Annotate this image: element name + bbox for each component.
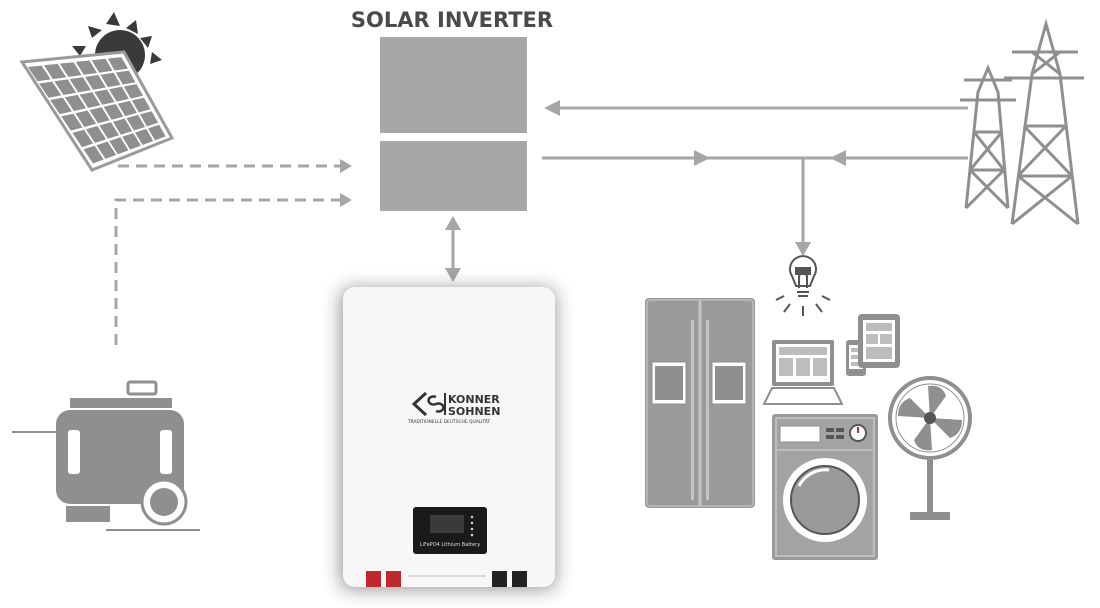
solar-cell	[148, 124, 166, 141]
light-bulb-icon	[775, 255, 831, 316]
solar-cell	[117, 100, 137, 117]
battery-link-arrow	[445, 216, 461, 282]
solar-cell	[109, 86, 129, 102]
generator-arrow-head	[340, 193, 352, 207]
inverter-lower-box	[380, 141, 527, 211]
solar-arrow-head	[340, 159, 352, 173]
solar-cell	[99, 122, 120, 139]
solar-cell	[69, 77, 91, 93]
solar-cell	[115, 70, 136, 85]
inverter-upper-box	[380, 37, 527, 133]
battery-label: LiFePO4 Lithium Battery	[420, 542, 480, 548]
brand-tagline: TRADITIONELLE DEUTSCHE QUALITÄT	[407, 418, 491, 425]
battery-lcd	[430, 515, 464, 533]
grid-lines	[542, 106, 968, 242]
solar-cell	[135, 128, 154, 145]
power-tower-icon	[960, 18, 1084, 226]
brand-line2: SOHNEN	[448, 405, 500, 418]
solar-cell	[126, 114, 146, 131]
terminal-black	[492, 571, 507, 587]
solar-cell	[123, 84, 143, 99]
solar-cell	[140, 111, 159, 127]
brand-logo: KONNER SOHNEN TRADITIONELLE DEUTSCHE QUA…	[407, 391, 500, 425]
load-arrow	[795, 242, 811, 256]
solar-cell	[94, 89, 115, 105]
generator-icon	[12, 380, 200, 531]
fan-icon	[888, 376, 972, 520]
brand-line1: KONNER	[448, 393, 500, 406]
terminal-red	[366, 571, 381, 587]
solar-cell	[131, 97, 151, 113]
terminal-black	[512, 571, 527, 587]
solar-cell	[79, 92, 101, 108]
solar-cell	[100, 72, 121, 88]
inverter-output-arrow	[694, 150, 710, 166]
dashed-input-lines	[114, 164, 340, 345]
diagram-title: SOLAR INVERTER	[351, 8, 553, 32]
terminal-red	[386, 571, 401, 587]
solar-cell	[64, 94, 87, 111]
solar-cell	[107, 57, 128, 71]
solar-cell	[43, 63, 67, 80]
solar-cell	[96, 141, 117, 159]
solar-cell	[72, 129, 94, 148]
solar-cell	[54, 79, 77, 95]
solar-cell	[85, 75, 106, 90]
solar-cell	[89, 107, 110, 124]
solar-cell	[59, 62, 82, 77]
solar-cell	[27, 65, 51, 82]
solar-cell	[122, 133, 141, 150]
battery-icon: KONNER SOHNEN TRADITIONELLE DEUTSCHE QUA…	[340, 287, 556, 590]
solar-cell	[112, 118, 133, 135]
solar-cell	[109, 137, 129, 155]
solar-cell	[83, 145, 104, 164]
solar-cell	[85, 126, 107, 143]
washing-machine-icon	[772, 414, 878, 560]
solar-cell	[91, 58, 113, 73]
solar-cell	[61, 113, 83, 131]
tablet-icon	[858, 314, 900, 368]
grid-feed-arrow	[830, 150, 846, 166]
grid-import-arrow	[544, 100, 560, 116]
solar-cell	[75, 110, 97, 127]
refrigerator-icon	[645, 298, 755, 508]
solar-cell	[75, 60, 97, 75]
solar-cell	[39, 81, 62, 98]
laptop-icon	[762, 340, 844, 405]
solar-cell	[50, 97, 72, 115]
solar-panel-icon	[19, 50, 175, 172]
solar-cell	[103, 104, 124, 120]
